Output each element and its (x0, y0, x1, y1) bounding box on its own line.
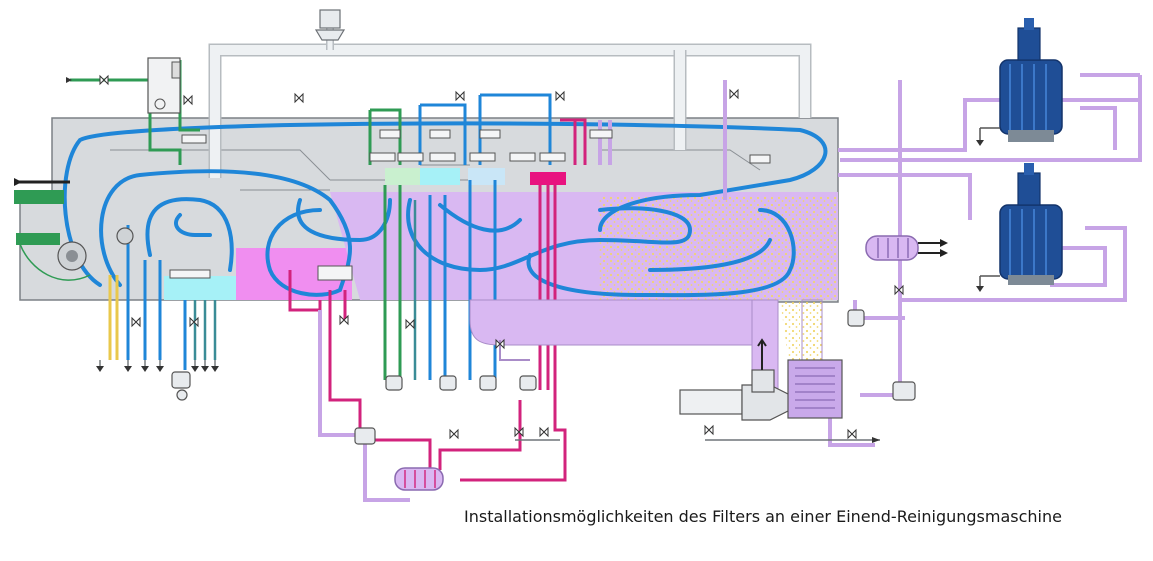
green-lines (70, 60, 402, 380)
overhead-exhaust-duct (208, 12, 812, 178)
yellow-lines (108, 275, 119, 360)
pump-icon (171, 309, 916, 445)
diagram-caption: Installationsmöglichkeiten des Filters a… (464, 507, 1062, 526)
main-pump-and-exchanger (679, 338, 843, 421)
blue-supply-lines (126, 93, 552, 380)
blue-circulation-loops (62, 121, 828, 298)
bottle-infeed (14, 178, 134, 281)
magenta-lines (288, 118, 587, 482)
teal-lines (193, 200, 417, 380)
spray-headers (169, 129, 771, 281)
control-box (147, 57, 181, 114)
duct-fan-icon (314, 9, 346, 41)
heat-exchanger-icon (394, 235, 948, 491)
valve-icon (99, 74, 904, 440)
drain-arrows (66, 77, 880, 443)
drain-lines (99, 360, 880, 441)
filter-unit-icon (976, 18, 1063, 292)
